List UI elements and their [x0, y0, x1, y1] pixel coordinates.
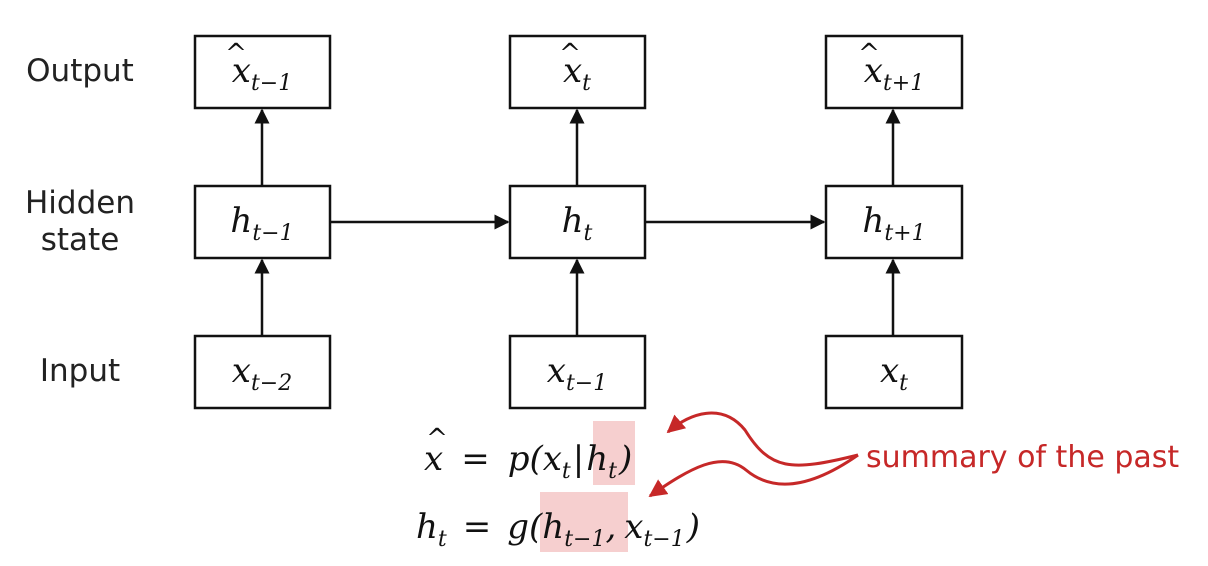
- label-hidden: Hidden: [25, 185, 135, 221]
- box-output-cur: [508, 34, 647, 110]
- node-output-prev: xt−1: [232, 51, 292, 96]
- box-hidden-next: [824, 184, 964, 260]
- box-input-prev: [193, 334, 332, 410]
- node-input-next: xt: [880, 351, 908, 396]
- node-input-cur: xt−1: [547, 351, 607, 396]
- highlight-eq1: [593, 421, 635, 485]
- box-output-prev: [193, 34, 332, 110]
- equation-1: x = p(xt|ht): [424, 439, 632, 484]
- node-output-next: xt+1: [864, 51, 924, 96]
- equation-2: ht = g(ht−1,xt−1): [416, 507, 700, 552]
- box-input-next: [824, 334, 964, 410]
- hat-eq1: ^: [426, 424, 448, 454]
- node-hidden-cur: ht: [562, 201, 593, 246]
- label-input: Input: [40, 353, 120, 389]
- hat-output-cur: ^: [559, 39, 581, 69]
- highlight-eq2: [540, 492, 628, 552]
- annotation-arrow-2: [648, 453, 859, 498]
- label-state: state: [41, 222, 120, 258]
- node-input-prev: xt−2: [232, 351, 292, 396]
- annotation-arrow-1: [666, 411, 859, 467]
- hat-output-prev: ^: [225, 39, 247, 69]
- box-output-next: [824, 34, 964, 110]
- label-output: Output: [26, 53, 134, 89]
- hat-output-next: ^: [858, 39, 880, 69]
- box-hidden-cur: [508, 184, 647, 260]
- annotation-text: summary of the past: [866, 440, 1179, 475]
- node-hidden-prev: ht−1: [230, 201, 293, 246]
- box-input-cur: [508, 334, 647, 410]
- node-output-cur: xt: [563, 51, 591, 96]
- node-hidden-next: ht+1: [862, 201, 925, 246]
